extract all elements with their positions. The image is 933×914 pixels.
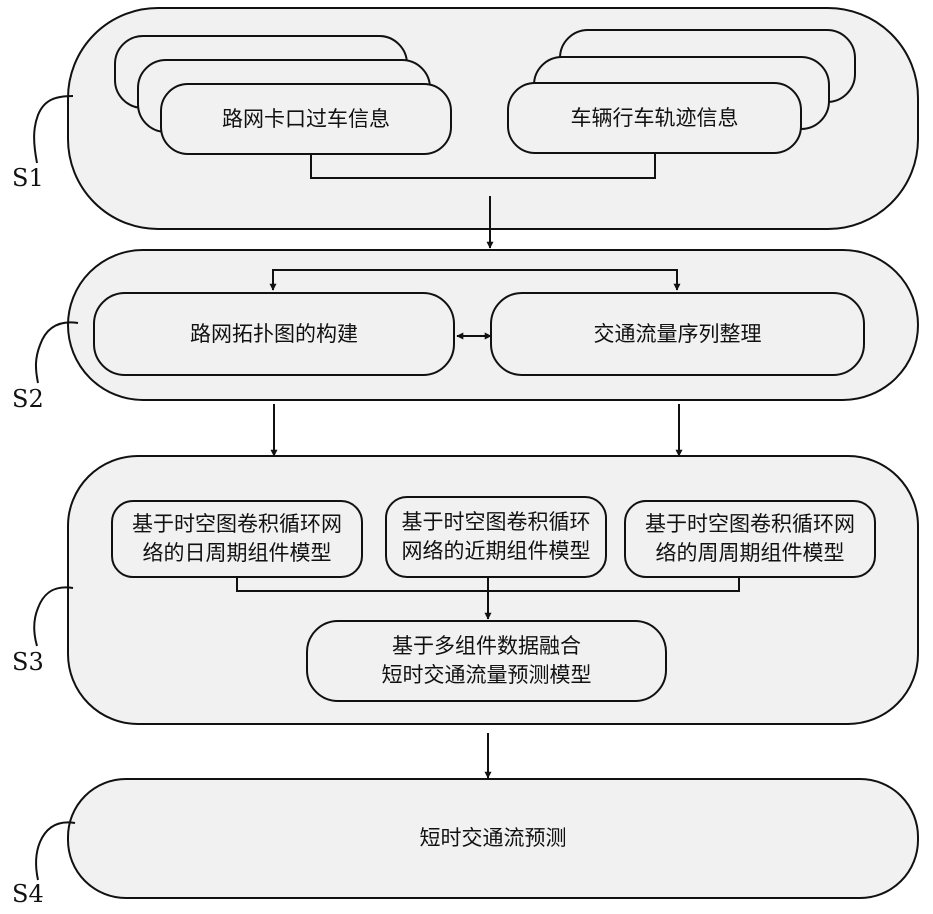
s3-daily-line2: 络的日周期组件模型 <box>132 539 342 568</box>
s2-left-box: 路网拓扑图的构建 <box>93 292 455 376</box>
step-label-s2: S2 <box>12 385 44 413</box>
s1-right-box-text: 车辆行车轨迹信息 <box>571 104 739 133</box>
s3-weekly-line2: 络的周周期组件模型 <box>645 539 855 568</box>
s2-left-box-text: 路网拓扑图的构建 <box>190 320 358 349</box>
s3-weekly-component-box: 基于时空图卷积循环网 络的周周期组件模型 <box>624 500 876 578</box>
s4-prediction-box: 短时交通流预测 <box>70 781 916 896</box>
s2-right-box-text: 交通流量序列整理 <box>594 320 762 349</box>
s3-fusion-model-box: 基于多组件数据融合 短时交通流量预测模型 <box>306 620 667 702</box>
s2-right-box: 交通流量序列整理 <box>490 292 865 376</box>
s3-weekly-line1: 基于时空图卷积循环网 <box>645 510 855 539</box>
s3-daily-component-box: 基于时空图卷积循环网 络的日周期组件模型 <box>111 500 363 578</box>
step-label-s3: S3 <box>12 648 44 676</box>
s1-left-box-text: 路网卡口过车信息 <box>222 105 390 134</box>
s3-recent-component-box: 基于时空图卷积循环 网络的近期组件模型 <box>385 496 607 578</box>
step-label-s1: S1 <box>12 164 44 192</box>
s4-prediction-text: 短时交通流预测 <box>420 824 567 853</box>
s3-recent-line2: 网络的近期组件模型 <box>402 537 591 566</box>
s3-daily-line1: 基于时空图卷积循环网 <box>132 510 342 539</box>
s1-right-box: 车辆行车轨迹信息 <box>507 82 802 154</box>
s3-fusion-line1: 基于多组件数据融合 <box>382 632 592 661</box>
s3-fusion-line2: 短时交通流量预测模型 <box>382 661 592 690</box>
s1-left-box: 路网卡口过车信息 <box>160 83 452 155</box>
step-label-s4: S4 <box>12 880 44 908</box>
s3-recent-line1: 基于时空图卷积循环 <box>402 508 591 537</box>
